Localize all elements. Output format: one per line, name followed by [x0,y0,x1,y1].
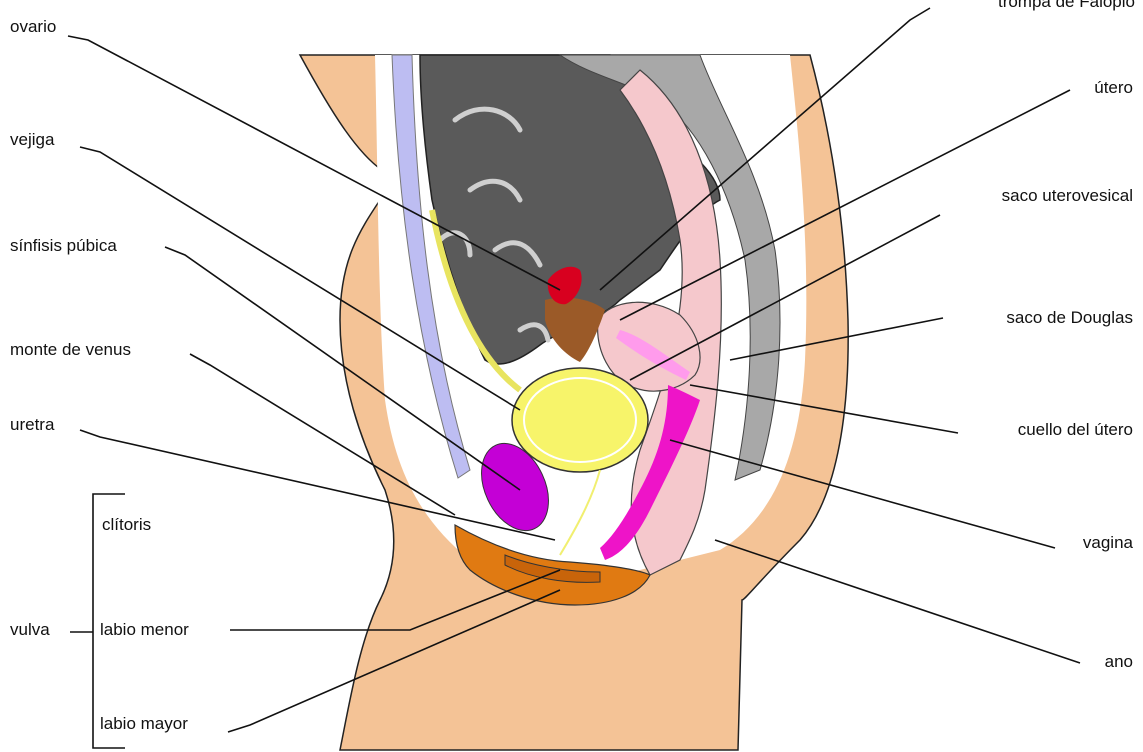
leader-ano [715,540,1080,663]
leader-saco-uterovesical [630,215,940,380]
label-vulva: vulva [10,620,50,640]
label-saco-uterovesical: saco uterovesical [1002,186,1133,206]
label-vagina: vagina [1083,533,1133,553]
leader-trompa [600,8,930,290]
leader-vejiga [80,147,520,410]
label-uretra: uretra [10,415,54,435]
label-utero: útero [1094,78,1133,98]
label-cuello-utero: cuello del útero [1018,420,1133,440]
label-trompa: trompa de Falopio [998,0,1135,12]
label-clitoris: clítoris [102,515,151,535]
leader-labio-menor [230,570,560,630]
leader-ovario [68,36,560,290]
label-labio-menor: labio menor [100,620,189,640]
label-vejiga: vejiga [10,130,54,150]
label-saco-douglas: saco de Douglas [1006,308,1133,328]
leader-cuello [690,385,958,433]
label-ovario: ovario [10,17,56,37]
leader-saco-douglas [730,318,943,360]
label-ano: ano [1105,652,1133,672]
leader-sinfisis [165,247,520,490]
leader-vagina [670,440,1055,548]
leader-uretra [80,430,555,540]
label-monte-venus: monte de venus [10,340,131,360]
label-sinfisis: sínfisis púbica [10,236,117,256]
leader-labio-mayor [228,590,560,732]
label-labio-mayor: labio mayor [100,714,188,734]
leader-monte-venus [190,354,455,515]
